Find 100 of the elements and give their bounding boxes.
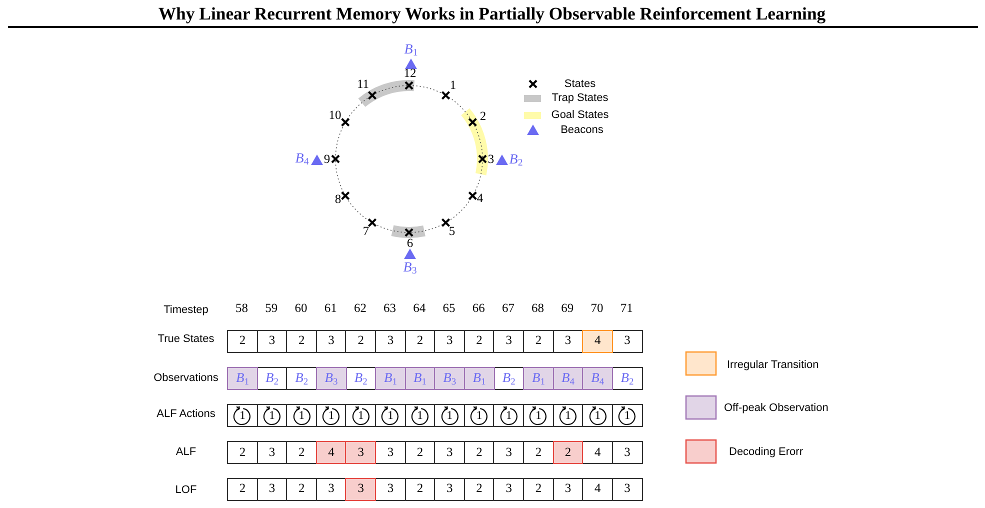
table-cell [434,367,466,390]
table-cell [375,330,406,352]
cell-value: 3 [564,334,572,348]
beacon-label: B$_{1}$ [404,42,418,58]
cell-value: 2 [239,446,246,460]
table-cell [375,441,406,464]
cell-value: 3 [268,446,276,460]
table-cell [434,441,466,464]
timestep-number: 65 [442,302,456,316]
timestep-number: 67 [502,302,514,316]
table-cell [316,367,347,390]
cell-value: 2 [416,482,424,496]
row-header: ALF Actions [156,408,216,420]
table-cell [552,404,584,426]
table-cell [493,478,524,500]
cell-value: 1 [535,409,542,423]
cell-value: 3 [624,446,630,460]
row-header: Timestep [164,304,208,316]
state-number: 1 [450,79,456,93]
cell-value: B$_{2}$ [354,371,368,386]
timestep-number: 60 [294,302,308,316]
table-cell [582,404,614,426]
table-cell [345,367,376,390]
row-header: Observations [154,372,218,384]
table-cell [464,478,495,500]
cell-value: 2 [239,334,246,348]
cell-value: 2 [476,334,482,348]
table-cell [612,441,643,464]
cell-value: 3 [358,446,364,460]
cell-value: 2 [298,482,305,496]
cell-value: 2 [298,334,305,348]
row-header: LOF [175,484,197,496]
table-cell [316,330,347,352]
timestep-number: 63 [384,302,396,316]
cell-value: 3 [328,482,334,496]
cell-value: B$_{1}$ [414,371,427,386]
cell-value: 1 [387,409,394,423]
table-cell [256,330,288,352]
table-cell [523,478,554,500]
table-cell [345,441,376,464]
table-cell [404,441,436,464]
table-cell [286,330,318,352]
cell-value: 1 [358,409,364,423]
cell-value: B$_{3}$ [324,371,338,386]
cell-value: 4 [594,482,601,496]
legend-label: Beacons [560,124,604,136]
cell-value: 1 [594,409,601,423]
table-cell [552,441,584,464]
table-cell [523,441,554,464]
cell-value: 3 [387,482,394,496]
table-cell [256,404,288,426]
table-cell [434,404,466,426]
state-number: 6 [406,237,414,251]
table-cell [375,404,406,426]
beacon-label: B$_{2}$ [509,152,523,168]
cell-value: 1 [565,409,572,423]
timestep-number: 71 [620,302,633,316]
state-number: 9 [324,153,330,167]
cell-value: 3 [564,482,572,496]
state-number: 8 [334,193,342,207]
table-cell [493,367,524,390]
timestep-number: 62 [354,302,366,316]
table-cell [464,441,495,464]
cell-value: 3 [506,334,512,348]
state-number: 4 [476,192,484,206]
table-cell [552,478,584,500]
cell-value: B$_{1}$ [472,371,486,386]
cell-value: 3 [506,482,512,496]
cell-value: 3 [446,482,453,496]
cell-value: B$_{1}$ [384,371,397,386]
table-cell [523,404,554,426]
legend-label: States [564,78,596,90]
table-cell [582,367,614,390]
table-cell [404,404,436,426]
table-cell [345,330,376,352]
table-cell [286,367,318,390]
cell-value: 3 [268,334,276,348]
table-cell [227,441,258,464]
cell-value: 1 [328,409,334,423]
table-cell [227,367,258,390]
table-cell [404,478,436,500]
table-cell [286,478,318,500]
cell-value: 3 [624,482,630,496]
table-cell [256,478,288,500]
table-cell [404,330,436,352]
table-cell [493,404,524,426]
cell-value: 3 [446,334,453,348]
cell-value: 2 [535,334,542,348]
table-cell [256,367,288,390]
cell-value: B$_{4}$ [562,371,575,386]
table-cell [464,367,495,390]
cell-value: 4 [594,446,601,460]
state-number: 2 [480,110,486,124]
state-number: 7 [362,225,370,239]
cell-value: 2 [358,334,364,348]
table-cell [345,478,376,500]
table-cell [464,404,495,426]
table-cell [404,367,436,390]
table-cell [286,404,318,426]
cell-value: B$_{1}$ [236,371,249,386]
